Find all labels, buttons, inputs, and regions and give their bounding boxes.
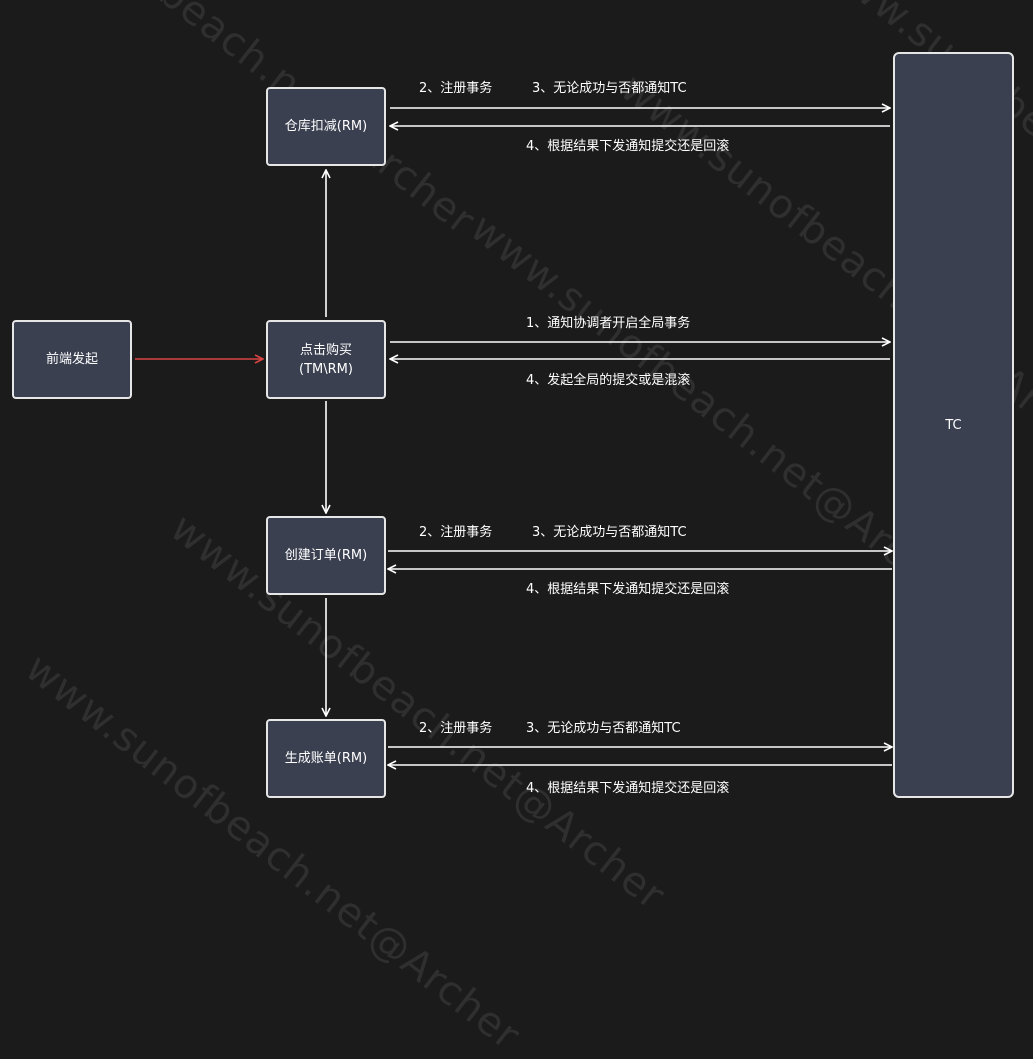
- node-tc-label: TC: [945, 417, 962, 433]
- node-purchase: 点击购买 (TM\RM): [266, 320, 386, 399]
- label-notify-tc-warehouse: 3、无论成功与否都通知TC: [532, 81, 687, 96]
- label-register-bill: 2、注册事务: [419, 721, 493, 736]
- label-register-order: 2、注册事务: [419, 525, 493, 540]
- connector-layer: [135, 0, 1033, 829]
- label-open-global: 1、通知协调者开启全局事务: [526, 316, 691, 331]
- label-global-result: 4、发起全局的提交或是混滚: [526, 373, 691, 388]
- node-warehouse-label: 仓库扣减(RM): [284, 119, 368, 134]
- node-frontend: 前端发起: [12, 320, 132, 399]
- node-warehouse: 仓库扣减(RM): [266, 87, 386, 166]
- label-notify-tc-order: 3、无论成功与否都通知TC: [532, 525, 687, 540]
- label-rollback-commit-order: 4、根据结果下发通知提交还是回滚: [526, 582, 730, 597]
- label-rollback-commit-bill: 4、根据结果下发通知提交还是回滚: [526, 781, 730, 796]
- node-order: 创建订单(RM): [266, 516, 386, 595]
- node-purchase-role: (TM\RM): [299, 361, 353, 377]
- label-notify-tc-bill: 3、无论成功与否都通知TC: [526, 721, 681, 736]
- node-purchase-label: 点击购买: [299, 342, 352, 358]
- node-bill: 生成账单(RM): [266, 719, 386, 798]
- label-rollback-commit-warehouse: 4、根据结果下发通知提交还是回滚: [526, 139, 730, 154]
- node-bill-label: 生成账单(RM): [284, 751, 368, 766]
- label-register-warehouse: 2、注册事务: [419, 81, 493, 96]
- node-order-label: 创建订单(RM): [284, 548, 368, 563]
- node-tc: TC: [893, 52, 1014, 798]
- node-frontend-label: 前端发起: [45, 352, 98, 367]
